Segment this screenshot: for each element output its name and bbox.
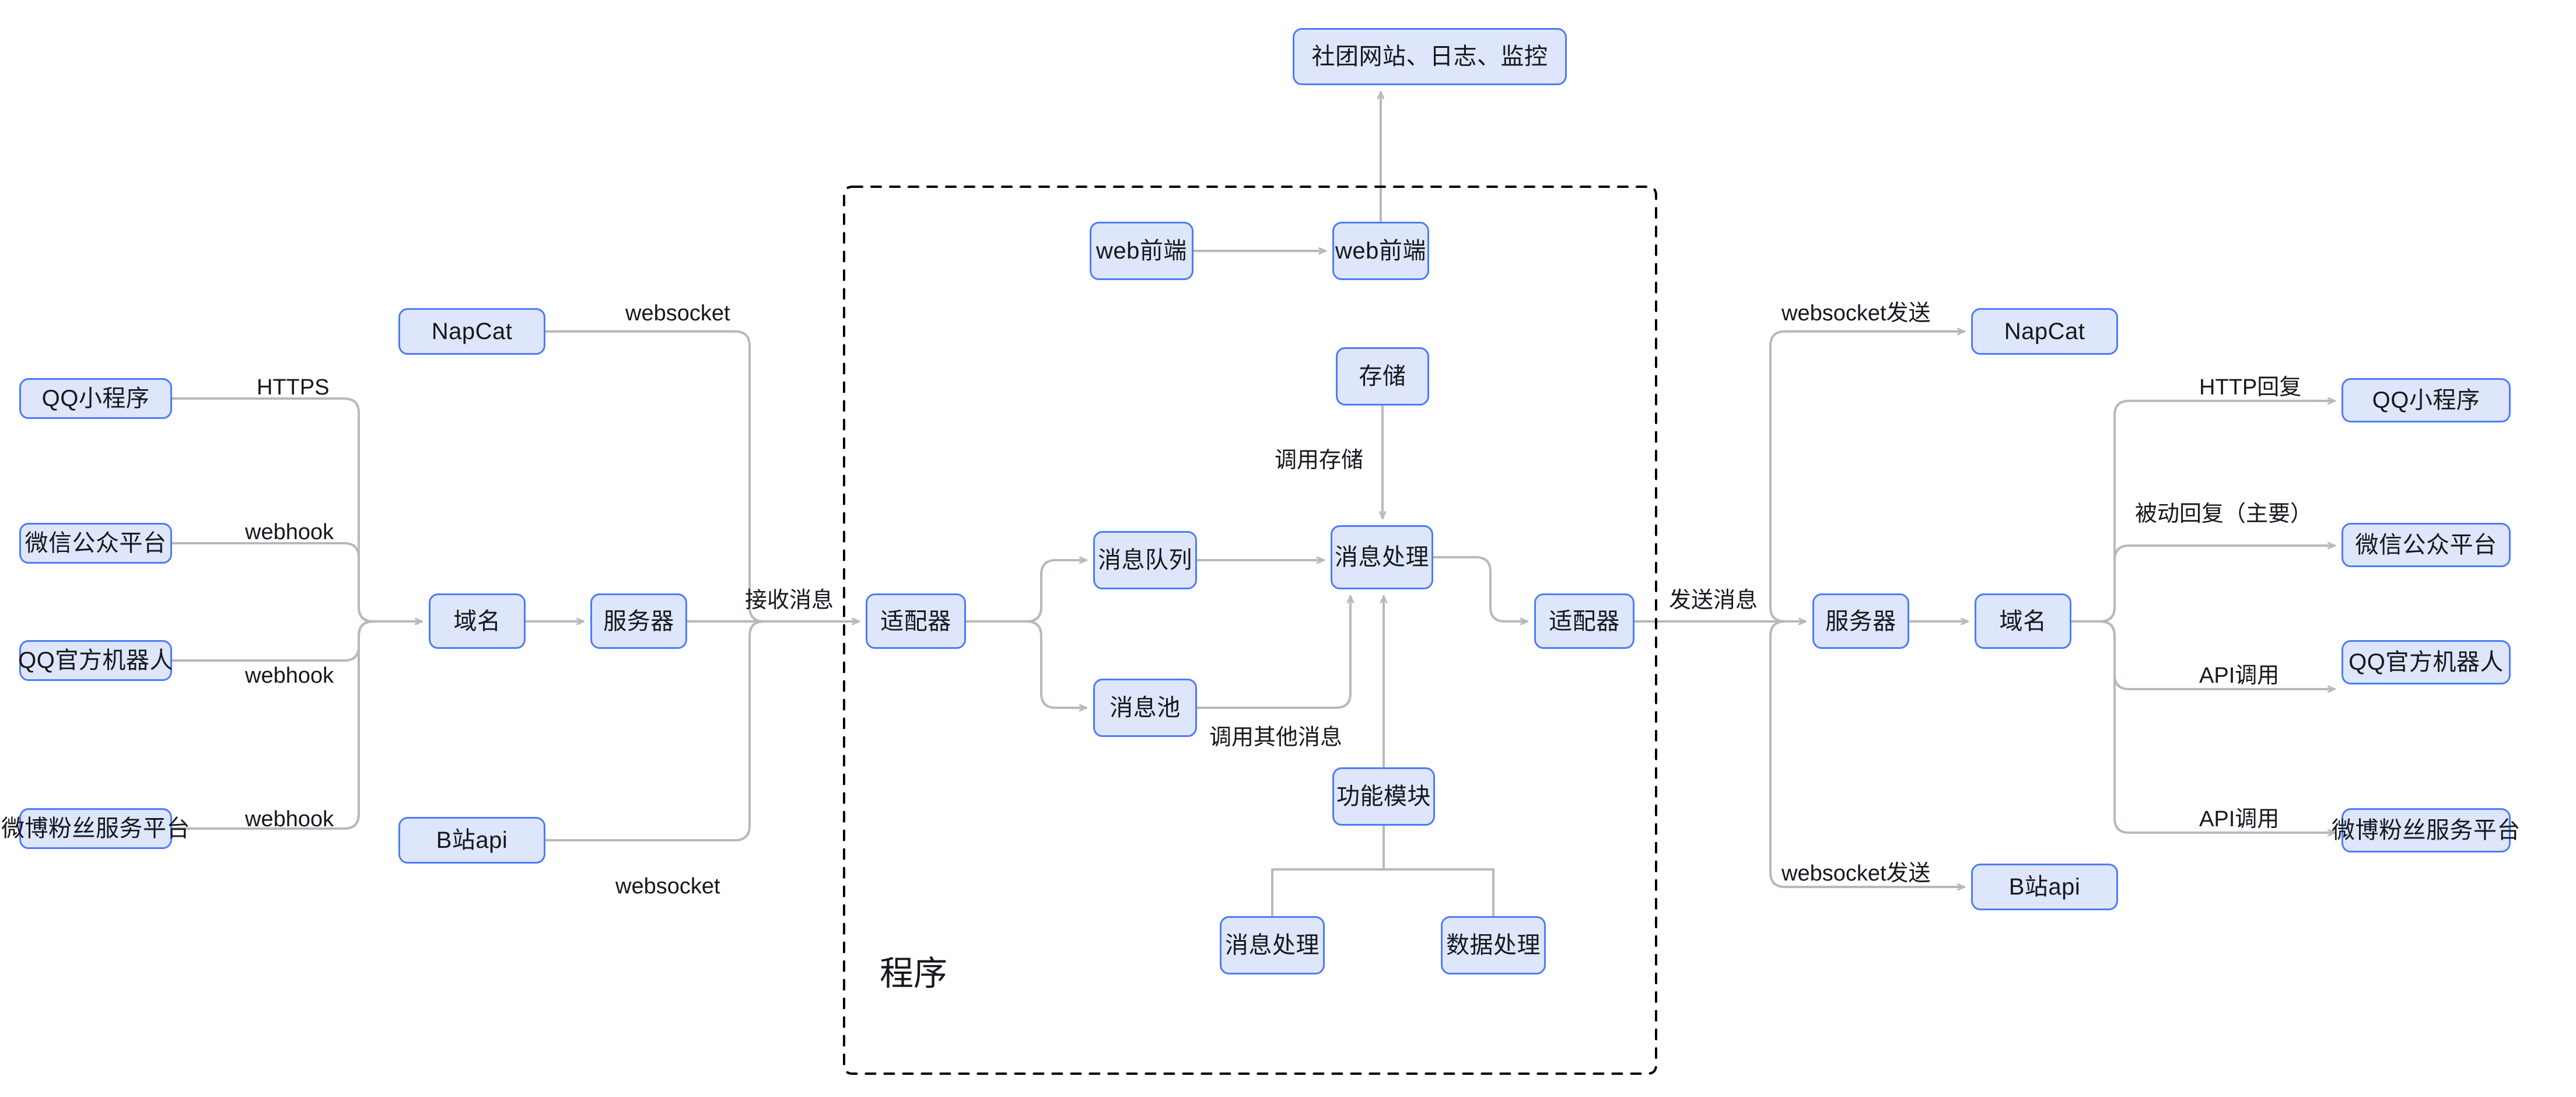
edge-qqbot-to-domain bbox=[171, 620, 374, 662]
edge-label-api-call-qq-bot: API调用 bbox=[2199, 663, 2280, 688]
node-adapter-outbound[interactable]: 适配器 bbox=[1534, 593, 1634, 649]
node-output-qq-mini-program[interactable]: QQ小程序 bbox=[2342, 378, 2511, 422]
node-label: 功能模块 bbox=[1336, 784, 1431, 809]
edge-label-webhook-qq-bot: webhook bbox=[245, 663, 334, 688]
edge-junction-to-biliapi bbox=[1769, 620, 1965, 887]
node-label: 消息处理 bbox=[1225, 932, 1320, 958]
node-label: 适配器 bbox=[1549, 608, 1620, 634]
edge-label-websocket-send-bili: websocket发送 bbox=[1782, 861, 1931, 886]
edge-label-websocket-napcat-in: websocket bbox=[625, 301, 730, 326]
node-label: QQ官方机器人 bbox=[18, 648, 173, 673]
node-web-frontend-b[interactable]: web前端 bbox=[1332, 222, 1429, 280]
node-input-wechat-mp[interactable]: 微信公众平台 bbox=[19, 523, 172, 564]
edge-qq-mini-to-domain bbox=[171, 397, 423, 621]
node-input-server[interactable]: 服务器 bbox=[590, 593, 687, 649]
edge-feature-to-dataproc bbox=[1382, 825, 1494, 917]
edge-label-passive-reply-main: 被动回复（主要） bbox=[2135, 502, 2313, 526]
edge-label-call-storage: 调用存储 bbox=[1275, 448, 1364, 473]
node-label: 存储 bbox=[1359, 364, 1406, 389]
edge-label-https: HTTPS bbox=[257, 375, 330, 400]
node-label: 微博粉丝服务平台 bbox=[2332, 817, 2521, 843]
node-message-processing-sub[interactable]: 消息处理 bbox=[1220, 916, 1325, 974]
node-label: QQ小程序 bbox=[2372, 387, 2480, 413]
node-label: 服务器 bbox=[603, 608, 674, 634]
node-label: web前端 bbox=[1335, 238, 1426, 264]
program-group-border bbox=[843, 186, 1657, 1075]
node-label: B站api bbox=[2008, 874, 2081, 900]
node-label: NapCat bbox=[431, 319, 513, 344]
node-message-processing[interactable]: 消息处理 bbox=[1331, 525, 1433, 589]
node-label: 消息处理 bbox=[1335, 544, 1429, 570]
edge-napcat-to-junction bbox=[544, 330, 765, 623]
node-input-qq-mini-program[interactable]: QQ小程序 bbox=[19, 378, 172, 419]
node-label: QQ官方机器人 bbox=[2348, 649, 2504, 675]
node-output-qq-official-bot[interactable]: QQ官方机器人 bbox=[2342, 640, 2511, 684]
edge-label-webhook-weibo: webhook bbox=[245, 807, 334, 832]
edge-label-http-reply: HTTP回复 bbox=[2199, 375, 2302, 400]
edge-msgpool-to-msgproc bbox=[1196, 595, 1350, 709]
node-output-bilibili-api[interactable]: B站api bbox=[1971, 864, 2118, 910]
node-label: 消息队列 bbox=[1098, 547, 1192, 573]
edge-label-receive-message: 接收消息 bbox=[745, 588, 834, 613]
edge-label-api-call-weibo: API调用 bbox=[2199, 807, 2280, 832]
node-message-queue[interactable]: 消息队列 bbox=[1093, 531, 1197, 589]
node-input-napcat[interactable]: NapCat bbox=[398, 308, 545, 355]
node-output-weibo-fan-service[interactable]: 微博粉丝服务平台 bbox=[2332, 808, 2521, 853]
node-input-bilibili-api[interactable]: B站api bbox=[398, 817, 545, 864]
node-feature-module[interactable]: 功能模块 bbox=[1332, 767, 1435, 826]
edge-feature-to-msgproc2 bbox=[1271, 825, 1385, 917]
node-label: 域名 bbox=[453, 608, 501, 634]
node-label: 数据处理 bbox=[1446, 932, 1541, 958]
node-output-server[interactable]: 服务器 bbox=[1812, 593, 1909, 649]
node-label: B站api bbox=[436, 827, 508, 853]
node-input-weibo-fan-service[interactable]: 微博粉丝服务平台 bbox=[1, 808, 190, 849]
node-web-frontend-a[interactable]: web前端 bbox=[1090, 222, 1194, 280]
program-group-title: 程序 bbox=[880, 955, 948, 993]
edge-adapter-to-msgpool bbox=[965, 620, 1087, 708]
edge-out-domain-to-wechat bbox=[2070, 546, 2336, 623]
node-club-site-log-monitor[interactable]: 社团网站、日志、监控 bbox=[1293, 28, 1567, 85]
node-label: 消息池 bbox=[1110, 695, 1181, 721]
edge-label-websocket-send-napcat: websocket发送 bbox=[1782, 301, 1931, 326]
node-data-processing-sub[interactable]: 数据处理 bbox=[1441, 916, 1546, 974]
edge-msgproc-to-adapter-out bbox=[1432, 556, 1528, 621]
node-label: 域名 bbox=[1999, 608, 2047, 634]
node-label: NapCat bbox=[2004, 319, 2085, 344]
edge-weibo-to-domain bbox=[171, 620, 374, 830]
node-output-napcat[interactable]: NapCat bbox=[1971, 308, 2118, 355]
edge-label-websocket-bili-in: websocket bbox=[615, 874, 720, 899]
node-message-pool[interactable]: 消息池 bbox=[1093, 679, 1197, 737]
edge-biliapi-to-junction bbox=[544, 620, 765, 841]
node-input-qq-official-bot[interactable]: QQ官方机器人 bbox=[18, 640, 173, 681]
node-label: 服务器 bbox=[1825, 608, 1896, 634]
node-storage[interactable]: 存储 bbox=[1336, 347, 1429, 406]
edge-label-call-other-message: 调用其他消息 bbox=[1209, 725, 1343, 750]
edge-label-webhook-wechat: webhook bbox=[245, 520, 334, 544]
node-label: 微博粉丝服务平台 bbox=[1, 816, 190, 841]
node-label: 社团网站、日志、监控 bbox=[1311, 44, 1548, 69]
edge-adapter-to-msgqueue bbox=[965, 560, 1087, 623]
node-label: 微信公众平台 bbox=[24, 530, 167, 556]
edge-label-send-message: 发送消息 bbox=[1669, 588, 1758, 613]
node-output-wechat-mp[interactable]: 微信公众平台 bbox=[2342, 523, 2511, 567]
node-label: web前端 bbox=[1096, 238, 1187, 264]
node-output-domain[interactable]: 域名 bbox=[1975, 593, 2071, 649]
edge-wechat-to-domain bbox=[171, 542, 374, 623]
node-label: QQ小程序 bbox=[41, 386, 150, 411]
edge-out-domain-to-weibo bbox=[2070, 620, 2336, 833]
node-label: 微信公众平台 bbox=[2355, 532, 2497, 558]
node-input-domain[interactable]: 域名 bbox=[429, 593, 526, 649]
node-label: 适配器 bbox=[880, 608, 951, 634]
edge-junction-to-napcat bbox=[1769, 331, 1965, 623]
node-adapter-inbound[interactable]: 适配器 bbox=[866, 593, 966, 649]
